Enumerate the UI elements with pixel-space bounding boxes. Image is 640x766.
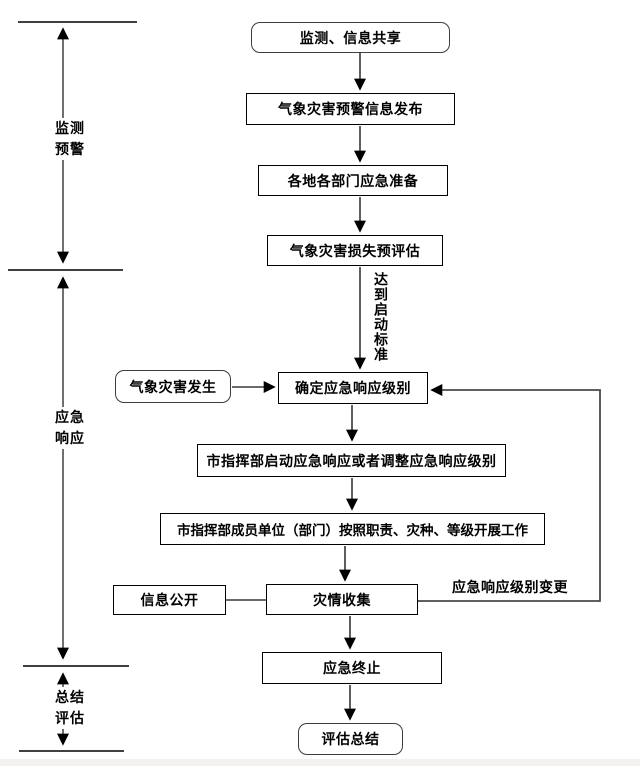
edge-label-reach-threshold: 达到启动标准 [373, 272, 389, 362]
phase-label-evaluation: 总结 评估 [46, 687, 94, 729]
phase-label-response: 应急 响应 [46, 407, 94, 449]
node-info-public: 信息公开 [113, 585, 226, 615]
node-start-adjust-response: 市指挥部启动应急响应或者调整应急响应级别 [197, 444, 506, 477]
node-evaluate-summary: 评估总结 [298, 723, 403, 755]
phase-label-monitoring: 监测 预警 [46, 118, 94, 160]
node-collect-info: 灾情收集 [266, 584, 418, 615]
node-members-work: 市指挥部成员单位（部门）按照职责、灾种、等级开展工作 [160, 513, 545, 545]
node-warning-release: 气象灾害预警信息发布 [246, 93, 455, 125]
node-disaster-occur: 气象灾害发生 [115, 370, 231, 403]
node-monitor-share: 监测、信息共享 [251, 22, 450, 53]
edge-label-level-change: 应急响应级别变更 [452, 579, 568, 595]
node-end-response: 应急终止 [262, 652, 442, 684]
page-bottom-edge [0, 759, 640, 766]
node-loss-preassess: 气象灾害损失预评估 [267, 235, 443, 266]
node-local-prepare: 各地各部门应急准备 [258, 165, 448, 196]
node-determine-level: 确定应急响应级别 [278, 372, 428, 404]
